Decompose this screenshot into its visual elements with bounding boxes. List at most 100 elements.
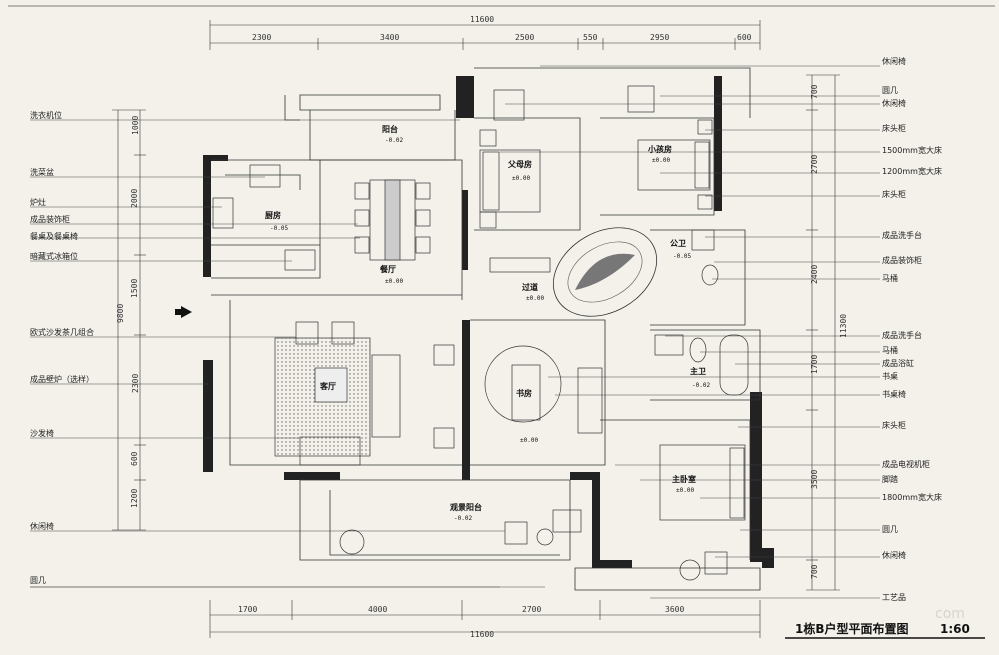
label-right-1: 休闲椅 [882, 56, 906, 66]
label-left-1: 洗衣机位 [30, 110, 62, 120]
label-right-10: 马桶 [882, 273, 898, 283]
label-left-2: 洗菜盆 [30, 167, 54, 177]
dim-left-4: 2300 [131, 374, 140, 393]
dim-top-6: 600 [737, 33, 752, 42]
bedroom-furniture [479, 85, 746, 521]
label-right-3: 休闲椅 [882, 98, 906, 108]
level-balcony-small: -0.02 [385, 137, 403, 144]
label-left-6: 暗藏式冰箱位 [30, 251, 78, 261]
kitchen-fixtures [212, 164, 316, 271]
label-right-17: 成品电视机柜 [882, 459, 930, 469]
label-right-7: 床头柜 [882, 189, 906, 199]
entrance-arrow-icon [175, 306, 192, 318]
plan-scale: 1:60 [940, 622, 970, 636]
dim-bottom-3: 2700 [522, 605, 541, 614]
dim-right-5: 3500 [810, 470, 819, 489]
label-right-9: 成品装饰柜 [882, 255, 922, 265]
label-left-3: 炉灶 [30, 197, 46, 207]
label-right-20: 圆几 [882, 525, 898, 534]
label-right-13: 成品浴缸 [882, 358, 914, 368]
corridor-carpet [552, 227, 658, 317]
label-right-15: 书桌椅 [882, 389, 906, 399]
dim-left-total: 9800 [116, 304, 125, 323]
room-kitchen: 厨房 [265, 210, 281, 220]
dim-bottom-2: 4000 [368, 605, 387, 614]
label-right-11: 成品洗手台 [882, 330, 922, 340]
dim-right-4: 1700 [810, 355, 819, 374]
label-left-4: 成品装饰柜 [30, 214, 70, 224]
dim-left-1: 1000 [131, 116, 140, 135]
level-view-balcony: -0.02 [454, 515, 472, 522]
room-dining: 餐厅 [379, 264, 396, 274]
dim-right-total: 11300 [839, 314, 848, 338]
dim-left-5: 600 [130, 451, 139, 466]
room-master: 主卧室 [672, 474, 696, 484]
label-right-8: 成品洗手台 [882, 230, 922, 240]
level-study: ±0.00 [520, 437, 538, 444]
dim-bottom-total: 11600 [470, 630, 494, 639]
watermark: com [935, 606, 965, 622]
label-left-5: 餐桌及餐桌椅 [30, 231, 78, 241]
dim-top-total: 11600 [470, 15, 494, 24]
label-left-11: 圆几 [30, 576, 46, 585]
level-parents: ±0.00 [512, 175, 530, 182]
level-master-wc: -0.02 [692, 382, 710, 389]
bottom-dimensions [209, 600, 761, 638]
label-right-2: 圆几 [882, 86, 898, 95]
dim-top-5: 2950 [650, 33, 669, 42]
plan-title: 1栋B户型平面布置图 [795, 621, 909, 636]
label-right-18: 脚踏 [882, 474, 898, 484]
level-public-wc: -0.05 [673, 253, 691, 260]
label-right-14: 书桌 [882, 371, 898, 381]
left-leaders [30, 119, 545, 588]
study-furniture [484, 345, 603, 434]
dim-bottom-4: 3600 [665, 605, 684, 614]
dim-top-1: 2300 [252, 33, 271, 42]
room-study: 书房 [516, 388, 532, 398]
label-left-7: 欧式沙发茶几组合 [30, 327, 94, 337]
room-balcony-small: 阳台 [382, 124, 398, 134]
dim-left-3: 1500 [130, 279, 139, 298]
room-public-wc: 公卫 [670, 239, 686, 248]
level-child: ±0.00 [652, 157, 670, 164]
dim-right-3: 2400 [810, 265, 819, 284]
level-corridor: ±0.00 [526, 295, 544, 302]
top-dimensions [209, 20, 761, 50]
label-left-10: 休闲椅 [30, 521, 54, 531]
label-left-9: 沙发椅 [30, 428, 54, 438]
dim-right-2: 2700 [810, 155, 819, 174]
label-right-21: 休闲椅 [882, 550, 906, 560]
dining-table [354, 179, 431, 261]
label-right-6: 1200mm宽大床 [882, 166, 942, 176]
level-kitchen: -0.05 [270, 225, 288, 232]
dim-right-1: 700 [810, 84, 819, 99]
room-child: 小孩房 [647, 144, 672, 154]
label-left-8: 成品壁炉（选样） [30, 374, 94, 384]
level-dining: ±0.00 [385, 278, 403, 285]
label-right-5: 1500mm宽大床 [882, 145, 942, 155]
room-living: 客厅 [319, 381, 336, 391]
right-dimensions [806, 74, 840, 591]
dim-top-3: 2500 [515, 33, 534, 42]
label-right-4: 床头柜 [882, 123, 906, 133]
dim-left-2: 2000 [130, 189, 139, 208]
dim-bottom-1: 1700 [238, 605, 257, 614]
wall-outlines [211, 67, 761, 591]
room-master-wc: 主卫 [690, 366, 706, 376]
label-right-22: 工艺品 [882, 593, 906, 602]
label-right-19: 1800mm宽大床 [882, 492, 942, 502]
room-parents: 父母房 [507, 159, 532, 169]
dim-left-6: 1200 [130, 489, 139, 508]
walls [203, 76, 774, 568]
label-right-16: 床头柜 [882, 420, 906, 430]
right-leaders [500, 65, 880, 599]
dim-right-6: 700 [810, 564, 819, 579]
dim-top-2: 3400 [380, 33, 399, 42]
room-corridor: 过道 [522, 282, 538, 292]
living-room-furniture [274, 321, 455, 466]
room-view-balcony: 观景阳台 [450, 502, 482, 512]
label-right-12: 马桶 [882, 345, 898, 355]
dim-top-4: 550 [583, 33, 598, 42]
